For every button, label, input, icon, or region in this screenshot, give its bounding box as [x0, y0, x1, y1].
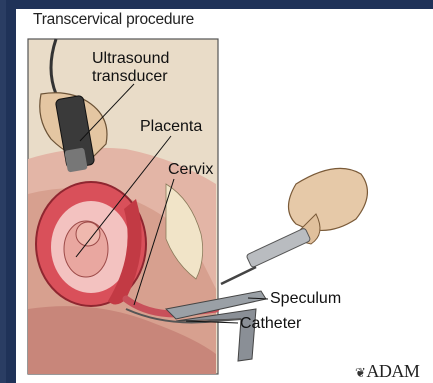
leaf-icon: ❦ [355, 365, 365, 380]
logo-text: ADAM [366, 361, 419, 381]
label-ultrasound-transducer: Ultrasound transducer [92, 50, 202, 86]
adam-logo: ❦ADAM [355, 361, 419, 382]
label-placenta: Placenta [140, 118, 202, 136]
illustration-panel: Transcervical procedure [16, 9, 433, 383]
label-catheter: Catheter [240, 315, 301, 333]
label-speculum: Speculum [270, 290, 341, 308]
anatomy-illustration [16, 9, 433, 383]
syringe-hand [221, 168, 367, 284]
label-cervix: Cervix [168, 161, 213, 179]
